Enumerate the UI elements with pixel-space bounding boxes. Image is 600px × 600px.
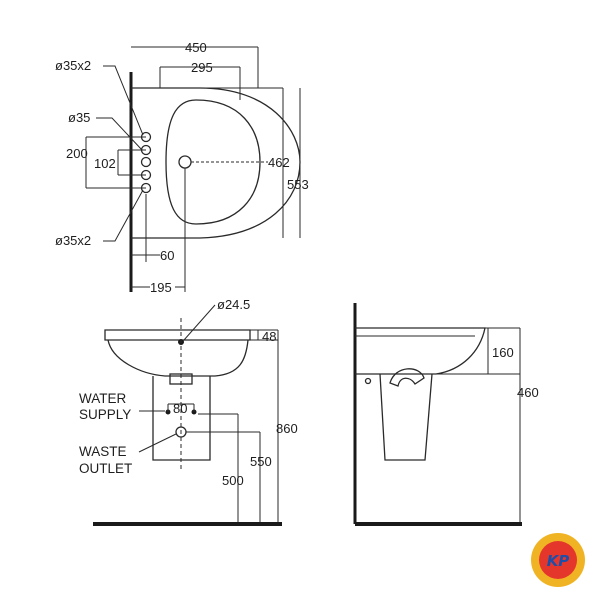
dim-295: 295 (191, 60, 213, 75)
dim-80: 80 (173, 401, 187, 416)
dim-102: 102 (94, 156, 116, 171)
dim-hole-mid: ø35 (68, 110, 90, 125)
basin-bowl (165, 99, 261, 225)
leader-line (103, 65, 144, 136)
dim-195: 195 (150, 280, 172, 295)
dim-500: 500 (222, 473, 244, 488)
label-waste: WASTE (79, 444, 127, 459)
fixing-hole (364, 377, 372, 385)
dim-460: 460 (517, 385, 539, 400)
dim-48: 48 (262, 329, 276, 344)
label-water: WATER (79, 391, 126, 406)
top-view: 450 295 462 553 ø35x2 ø35 200 102 ø35x2 … (55, 40, 309, 295)
dim-60: 60 (160, 248, 174, 263)
dim-553: 553 (287, 177, 309, 192)
pedestal-side (379, 373, 433, 461)
dim-160: 160 (492, 345, 514, 360)
logo-inner (539, 541, 577, 579)
trap-bend (389, 368, 425, 387)
label-supply: SUPPLY (79, 407, 131, 422)
front-view: ø24.5 48 860 80 550 500 WATER SUPPLY WAS… (79, 297, 298, 526)
dim-hole-top: ø35x2 (55, 58, 91, 73)
dim-drain: ø24.5 (217, 297, 250, 312)
dim-hole-bottom: ø35x2 (55, 233, 91, 248)
logo-text: KP (547, 552, 570, 570)
basin-rim (104, 329, 251, 341)
label-outlet: OUTLET (79, 461, 132, 476)
drain-hole (178, 155, 192, 169)
tap-hole (140, 156, 152, 168)
leader-line (96, 117, 143, 151)
dim-860: 860 (276, 421, 298, 436)
leader-line (138, 433, 177, 453)
dim-450: 450 (185, 40, 207, 55)
side-view: 160 460 (353, 303, 539, 526)
leader-line (183, 304, 216, 341)
dim-200: 200 (66, 146, 88, 161)
dim-550: 550 (250, 454, 272, 469)
basin-body (107, 339, 249, 377)
dim-462: 462 (268, 155, 290, 170)
leader-line (103, 189, 144, 242)
basin-profile (355, 327, 486, 375)
kp-logo: KP (531, 533, 585, 587)
